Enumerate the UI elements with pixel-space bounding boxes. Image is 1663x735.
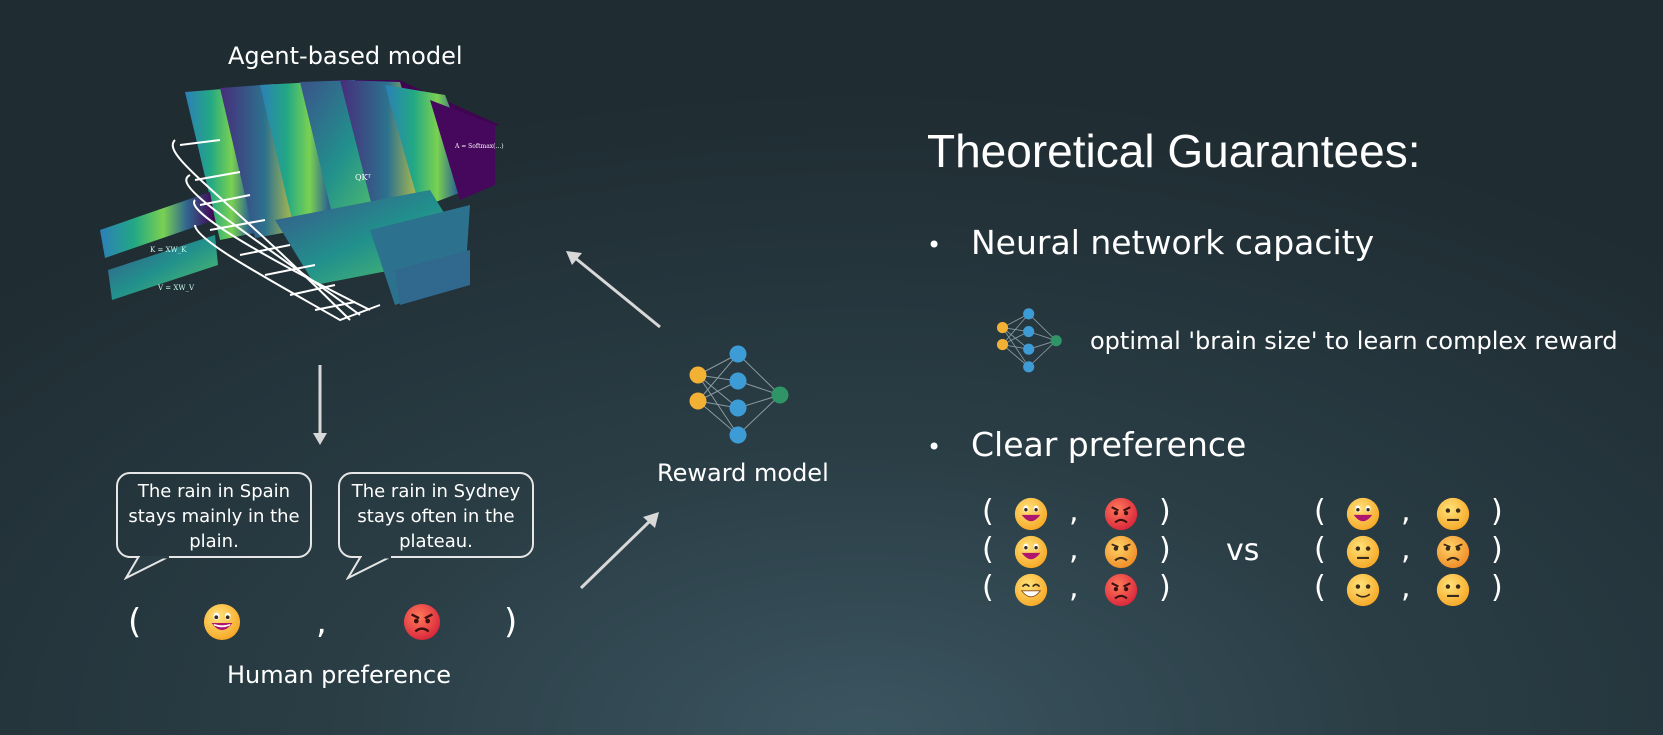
capacity-description: optimal 'brain size' to learn complex re… [1090,327,1618,355]
pair-open-paren: ( [1314,570,1326,605]
hidden-node [729,426,747,444]
agent-based-model-label: Agent-based model [228,42,463,70]
down-arrow [313,365,327,445]
pair-close-paren: ) [1159,532,1171,567]
angry-face-icon [403,603,441,641]
upper-right-arrow [579,512,659,590]
neutral-face-icon [1436,573,1470,607]
vs-label: vs [1226,533,1260,568]
svg-text:V = XW_V: V = XW_V [157,284,195,292]
input-node [689,366,707,384]
pair-open-paren: ( [128,602,142,642]
hidden-node [729,372,747,390]
svg-text:A = Softmax(...): A = Softmax(...) [454,143,504,150]
human-preference-label: Human preference [227,661,452,689]
pair-close-paren: ) [1491,494,1503,529]
bullet-clear-preference: • Clear preference [927,425,1246,464]
bullet-neural-capacity: • Neural network capacity [927,223,1374,262]
grinning-face-icon [203,603,241,641]
grinning-face-icon [1346,497,1380,531]
reward-model-label: Reward model [657,459,829,487]
bubble-tail-1 [124,556,171,580]
pair-close-paren: ) [504,602,518,642]
pair-open-paren: ( [982,532,994,567]
pair-comma: , [1069,494,1079,529]
pair-comma: , [1401,532,1411,567]
pair-comma: , [1069,532,1079,567]
input-node [689,392,707,410]
pair-close-paren: ) [1491,570,1503,605]
neutral-face-icon [1346,535,1380,569]
capacity-network-icon [996,308,1062,373]
network-edges [697,353,781,436]
neutral-face-icon [1436,497,1470,531]
pair-open-paren: ( [982,570,994,605]
bullet-glyph: • [927,432,942,461]
pair-comma: , [316,602,327,642]
angry-face-icon [1104,573,1138,607]
svg-text:QKᵀ: QKᵀ [355,173,372,182]
pair-open-paren: ( [1314,494,1326,529]
beaming-face-icon [1014,573,1048,607]
pair-close-paren: ) [1159,570,1171,605]
frowning-face-icon [1104,535,1138,569]
response-bubble-2: The rain in Sydney stays often in the pl… [338,472,534,558]
response-bubble-1: The rain in Spain stays mainly in the pl… [116,472,312,558]
response-text-2: The rain in Sydney stays often in the pl… [351,481,521,552]
svg-text:K = XW_K: K = XW_K [150,246,187,254]
heatmap-stack [185,80,500,305]
grinning-face-icon [1014,497,1048,531]
attention-heatmap-illustration: K = XW_K V = XW_V QKᵀ A = Softmax(...) [100,80,504,322]
upper-left-arrow [566,251,661,329]
grinning-face-icon [1014,535,1048,569]
flow-arrows [171,139,381,322]
pair-close-paren: ) [1159,494,1171,529]
pair-comma: , [1401,570,1411,605]
hidden-node [729,399,747,417]
pair-comma: , [1069,570,1079,605]
hidden-node [729,345,747,363]
section-title: Theoretical Guarantees: [927,125,1421,177]
pair-open-paren: ( [982,494,994,529]
response-text-1: The rain in Spain stays mainly in the pl… [128,481,300,552]
pair-close-paren: ) [1491,532,1503,567]
key-value-strips: K = XW_K V = XW_V QKᵀ A = Softmax(...) [100,143,504,300]
pair-open-paren: ( [1314,532,1326,567]
angry-face-icon [1104,497,1138,531]
pair-comma: , [1401,494,1411,529]
smiling-face-icon [1346,573,1380,607]
bullet-text: Clear preference [971,425,1247,464]
bullet-glyph: • [927,230,942,259]
bubble-tail-2 [346,556,393,580]
output-node [771,386,789,404]
frowning-face-icon [1436,535,1470,569]
bullet-text: Neural network capacity [971,223,1375,262]
reward-model-network-icon [689,345,789,444]
